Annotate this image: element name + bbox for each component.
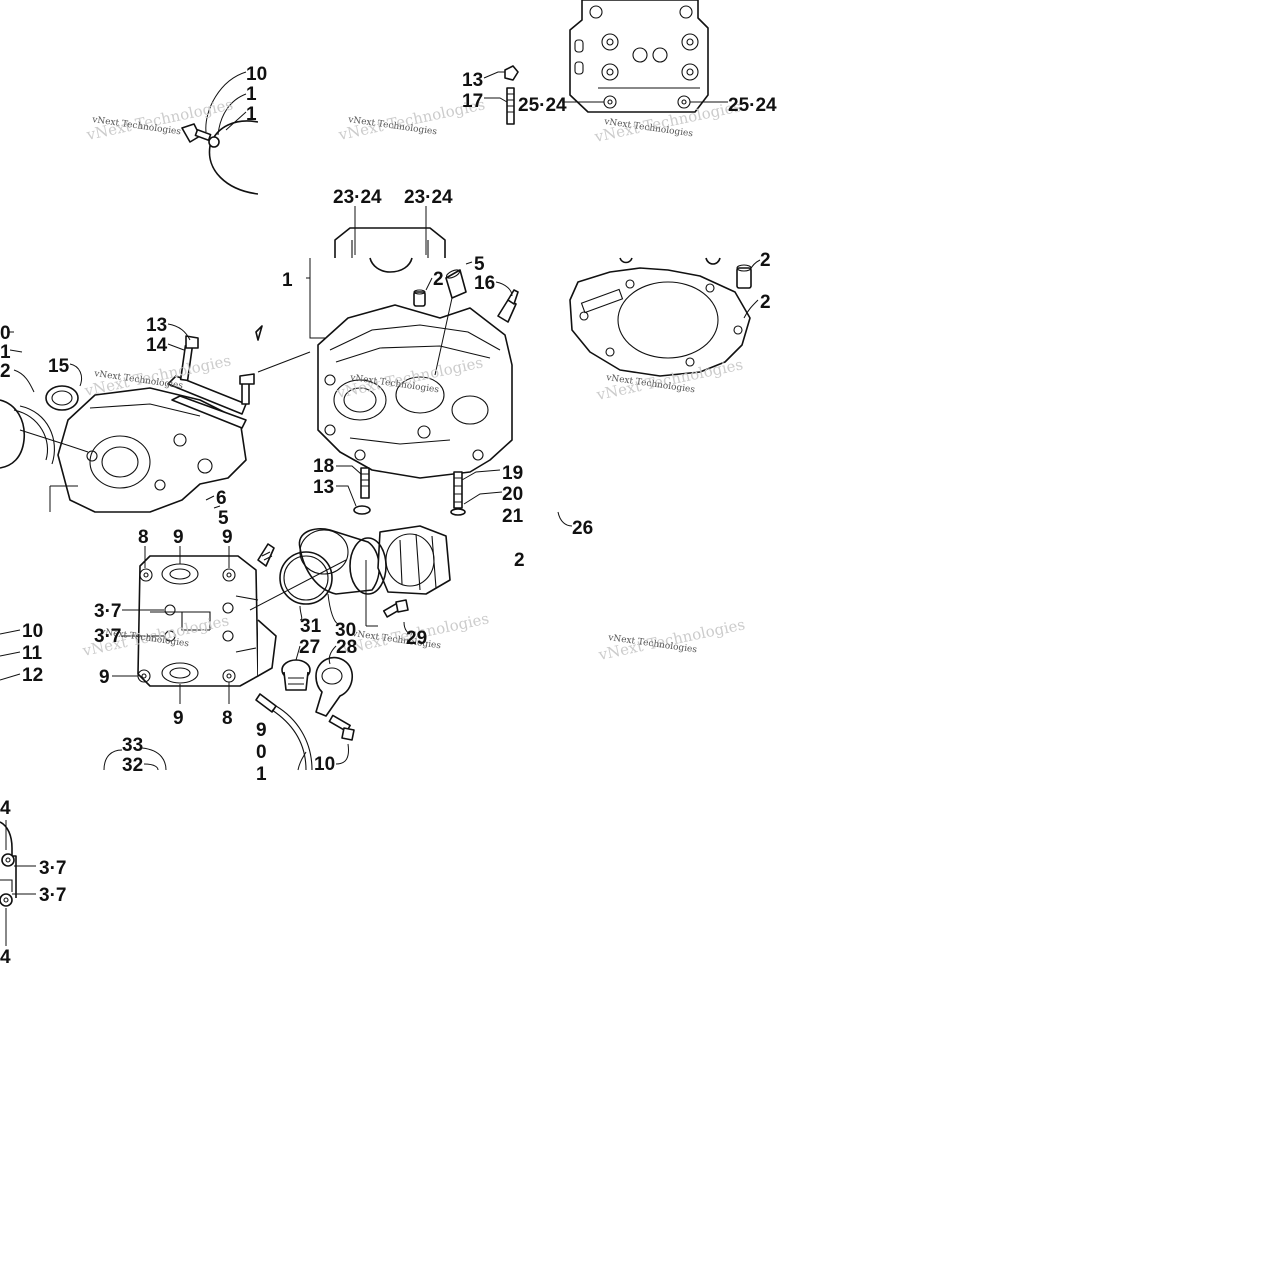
gasket-ring-left: [13, 405, 55, 465]
temperature-sensor: [497, 289, 519, 323]
callout-label: 15: [48, 356, 70, 377]
callout-label: 9: [173, 527, 184, 548]
callout-label: 3·7: [39, 858, 66, 879]
sensor-hose: [255, 693, 313, 771]
callout-label: 18: [313, 456, 334, 477]
stud-19: [450, 471, 466, 516]
callout-label: 29: [406, 628, 427, 649]
bolt-right: [239, 373, 255, 405]
thermostat: [281, 659, 311, 691]
callout-label: 0: [256, 742, 267, 763]
callout-labels: 10 1 1 13 17 25·24 25·24 23·24 23·24 1 2…: [0, 64, 777, 968]
callout-label: 5: [474, 254, 485, 275]
callout-label: 1: [282, 270, 293, 291]
callout-label: 9: [222, 527, 233, 548]
callout-label: 33: [122, 735, 143, 756]
callout-label: 30: [335, 620, 356, 641]
callout-label: 13: [313, 477, 334, 498]
callout-label: 9: [99, 667, 110, 688]
dowel-pin-right: [736, 264, 752, 289]
callout-label: 11: [22, 643, 43, 664]
bracket-bottom-left: [0, 821, 17, 907]
cover-partial: [0, 399, 25, 469]
dowel-pin: [413, 289, 426, 307]
callout-label: 2: [433, 269, 444, 290]
callout-label: 3·7: [94, 626, 121, 647]
callout-label: 12: [22, 665, 43, 686]
callout-label: 19: [502, 463, 523, 484]
callout-label: 2: [760, 250, 771, 271]
callout-label: 9: [173, 708, 184, 729]
o-ring-31: [279, 551, 333, 605]
spark-plug: [257, 543, 275, 567]
washer-13: [353, 505, 371, 515]
callout-label: 23·24: [404, 187, 453, 208]
callout-label: 10: [22, 621, 43, 642]
o-ring-30: [349, 537, 387, 595]
callout-label: 2: [760, 292, 771, 313]
plug-15: [45, 385, 79, 411]
callout-label: 5: [218, 508, 229, 529]
bolt-29: [382, 599, 409, 618]
bolt-10: [328, 714, 355, 741]
callout-label: 2: [514, 550, 525, 571]
callout-label: 13: [146, 315, 167, 336]
callout-label: 1: [246, 104, 257, 125]
flange-plate: [167, 375, 247, 429]
thermostat-housing: [315, 656, 353, 717]
callout-label: 1: [256, 764, 267, 785]
crankcase-cover: [57, 387, 247, 513]
callout-label: 6: [216, 488, 227, 509]
callout-label: 17: [462, 91, 483, 112]
callout-label: 3·7: [94, 601, 121, 622]
callout-label: 25·24: [518, 95, 567, 116]
callout-label: 8: [222, 708, 233, 729]
valve-cover-top-view: [569, 0, 709, 113]
callout-label: 32: [122, 755, 143, 776]
callout-label: 16: [474, 273, 495, 294]
intake-flange: [377, 525, 451, 595]
callout-label: 4: [0, 947, 11, 968]
bolt-14: [179, 335, 199, 382]
stud-18: [360, 467, 370, 499]
callout-label: 3·7: [39, 885, 66, 906]
callout-label: 2: [0, 361, 11, 382]
valve-cover-bottom-view: [137, 555, 277, 687]
callout-label: 0: [0, 323, 11, 344]
callout-label: 14: [146, 335, 168, 356]
callout-label: 10: [246, 64, 267, 85]
callout-label: 20: [502, 484, 523, 505]
callout-label: 26: [572, 518, 593, 539]
head-gasket: [569, 267, 751, 377]
callout-label: 28: [336, 637, 357, 658]
callout-label: 10: [314, 754, 335, 775]
valve-guide: [445, 269, 467, 299]
callout-label: 23·24: [333, 187, 382, 208]
callout-label: 8: [138, 527, 149, 548]
callout-label: 21: [502, 506, 524, 527]
side-cover-with-bolt: [181, 120, 259, 195]
callout-label: 27: [299, 637, 320, 658]
nut-and-stud: [504, 65, 519, 125]
callout-label: 13: [462, 70, 483, 91]
valve-cover-side: [334, 227, 446, 273]
callout-label: 25·24: [728, 95, 777, 116]
callout-label: 9: [256, 720, 267, 741]
cylinder-head: [317, 304, 513, 479]
callout-label: 1: [0, 342, 11, 363]
callout-label: 1: [246, 84, 257, 105]
callout-label: 4: [0, 798, 11, 819]
callout-label: 31: [300, 616, 322, 637]
